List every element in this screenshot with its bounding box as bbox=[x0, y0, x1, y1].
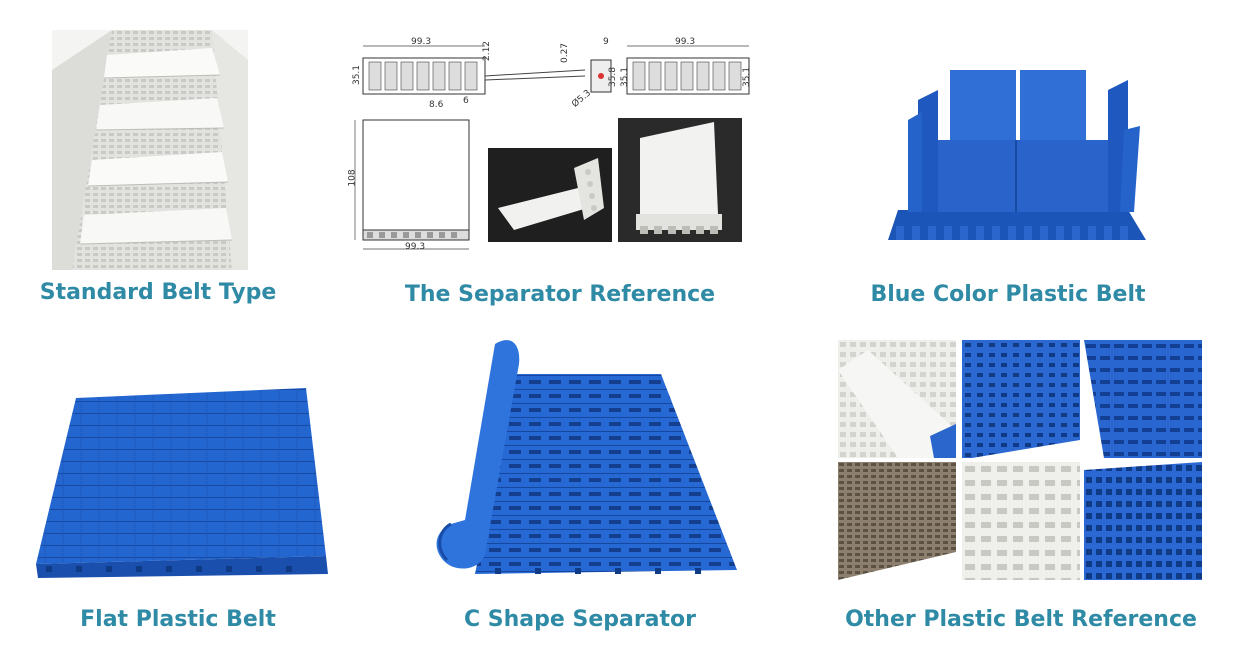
dim-thick: 0.27 bbox=[560, 42, 571, 64]
dim-top-small: 9 bbox=[603, 37, 609, 47]
caption-standard-belt-type: Standard Belt Type bbox=[39, 280, 277, 305]
separator-photo-angled bbox=[488, 148, 612, 242]
other-belt-tile-5 bbox=[962, 462, 1080, 580]
flat-belt-image bbox=[36, 378, 328, 578]
dim-pitch: 8.6 bbox=[429, 100, 444, 110]
separator-panel-drawing: 108 99.3 bbox=[345, 115, 480, 255]
caption-flat-plastic-belt: Flat Plastic Belt bbox=[80, 607, 276, 632]
dim-panel-height: 108 bbox=[347, 169, 358, 187]
standard-belt-image bbox=[52, 30, 248, 270]
dim-tab: 6 bbox=[463, 96, 469, 106]
other-belt-tile-1 bbox=[838, 340, 956, 458]
c-shape-separator-image bbox=[425, 334, 737, 580]
separator-photo-upright bbox=[618, 118, 742, 242]
dim-gap: 2.12 bbox=[482, 40, 493, 62]
caption-other-plastic-belt-reference: Other Plastic Belt Reference bbox=[845, 607, 1197, 632]
caption-c-shape-separator: C Shape Separator bbox=[463, 607, 697, 632]
caption-separator-reference: The Separator Reference bbox=[404, 282, 716, 307]
other-belt-tile-2 bbox=[962, 340, 1080, 458]
dim-panel-width: 99.3 bbox=[405, 242, 426, 252]
dim-height-b2: 35.1 bbox=[620, 66, 631, 88]
other-belt-tile-3 bbox=[1084, 340, 1202, 458]
other-belt-tile-6 bbox=[1084, 462, 1202, 580]
dim-height-a: 35.1 bbox=[352, 64, 363, 86]
dim-height-b1: 35.8 bbox=[608, 66, 619, 88]
dim-width-b: 99.3 bbox=[675, 37, 696, 47]
other-belt-tile-4 bbox=[838, 462, 956, 580]
separator-drawing: 99.3 35.1 2.12 0.27 9 99.3 35.8 35.1 35.… bbox=[345, 32, 755, 114]
dim-width-a: 99.3 bbox=[411, 37, 432, 47]
caption-blue-color-plastic-belt: Blue Color Plastic Belt bbox=[870, 282, 1146, 307]
blue-belt-image bbox=[888, 40, 1148, 245]
dim-height-b3: 35.1 bbox=[742, 66, 753, 88]
